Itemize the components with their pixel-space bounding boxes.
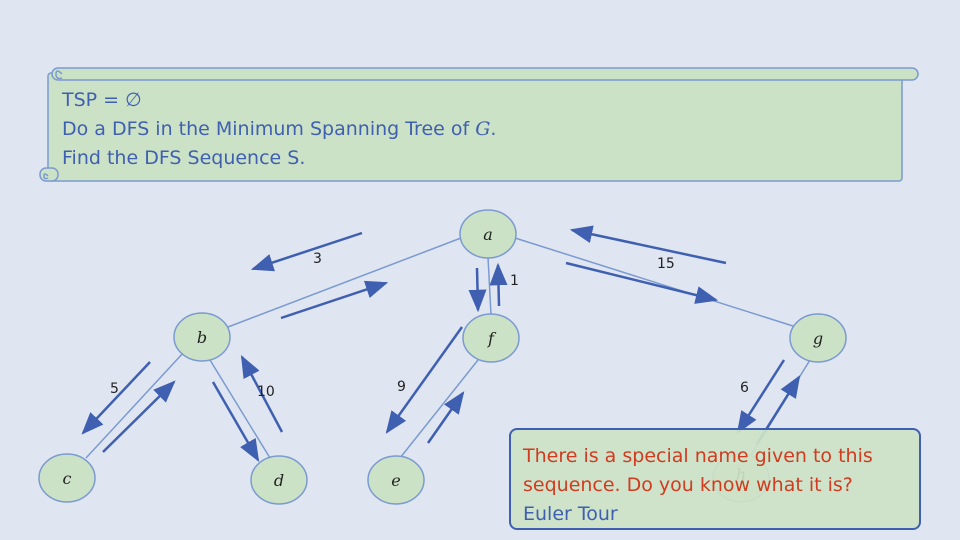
- node-label-a: a: [483, 225, 493, 244]
- scroll-line-2-suffix: .: [490, 118, 497, 140]
- node-e: [367, 455, 425, 505]
- callout-box: There is a special name given to this se…: [509, 428, 921, 530]
- callout-question-line-2: sequence. Do you know what it is?: [523, 474, 853, 496]
- dfs-arrow-a-to-b: [250, 231, 363, 272]
- dfs-arrow-a-to-g: [565, 261, 719, 304]
- weight-g-h: 6: [740, 380, 749, 396]
- node-label-b: b: [197, 328, 207, 347]
- dfs-arrow-d-to-b: [240, 355, 284, 433]
- edge-weights: 3 1 15 5 10 9 6: [110, 251, 749, 400]
- dfs-arrow-b-to-c: [81, 361, 151, 435]
- node-label-g: g: [813, 329, 823, 348]
- dfs-arrow-b-to-d: [211, 381, 260, 462]
- node-b: [173, 312, 231, 362]
- node-label-d: d: [274, 471, 284, 490]
- dfs-arrow-a-to-f: [468, 267, 487, 313]
- edge-b-c: [85, 351, 185, 459]
- dfs-arrow-b-to-a: [280, 280, 389, 320]
- dfs-arrow-f-to-e: [385, 326, 464, 434]
- weight-a-f: 1: [510, 273, 519, 289]
- nodes: [38, 209, 847, 505]
- weight-b-d: 10: [257, 384, 275, 400]
- node-c: [38, 453, 96, 503]
- node-label-f: f: [487, 329, 497, 348]
- weight-a-b: 3: [313, 251, 322, 267]
- node-d: [250, 455, 308, 505]
- edge-a-b: [227, 237, 462, 328]
- node-label-e: e: [391, 471, 400, 490]
- callout-question-line-1: There is a special name given to this: [523, 445, 873, 467]
- callout-answer: Euler Tour: [523, 503, 618, 525]
- edge-f-e: [399, 359, 479, 459]
- edge-a-g: [514, 237, 794, 327]
- scroll-banner: TSP = ∅ Do a DFS in the Minimum Spanning…: [0, 0, 960, 200]
- weight-f-e: 9: [397, 379, 406, 395]
- edge-a-f: [487, 256, 492, 316]
- dfs-arrow-e-to-f: [426, 391, 465, 444]
- scroll-line-3: Find the DFS Sequence S.: [62, 147, 306, 169]
- graph-variable: G: [475, 118, 491, 140]
- scroll-shape: [39, 67, 919, 182]
- dfs-arrow-g-to-h: [736, 359, 786, 434]
- node-label-c: c: [63, 469, 72, 488]
- dfs-arrows: [81, 225, 801, 462]
- dfs-arrow-g-to-a: [569, 225, 727, 265]
- edge-b-d: [209, 359, 271, 459]
- scroll-line-2: Do a DFS in the Minimum Spanning Tree of…: [62, 118, 496, 140]
- node-f: [462, 313, 520, 363]
- dfs-arrow-f-to-a: [489, 262, 508, 307]
- scroll-line-2-prefix: Do a DFS in the Minimum Spanning Tree of: [62, 118, 476, 140]
- node-a: [459, 209, 517, 259]
- scroll-line-1: TSP = ∅: [62, 89, 142, 111]
- dfs-arrow-c-to-b: [102, 380, 176, 453]
- weight-b-c: 5: [110, 381, 119, 397]
- node-g: [789, 313, 847, 363]
- weight-a-g: 15: [657, 256, 675, 272]
